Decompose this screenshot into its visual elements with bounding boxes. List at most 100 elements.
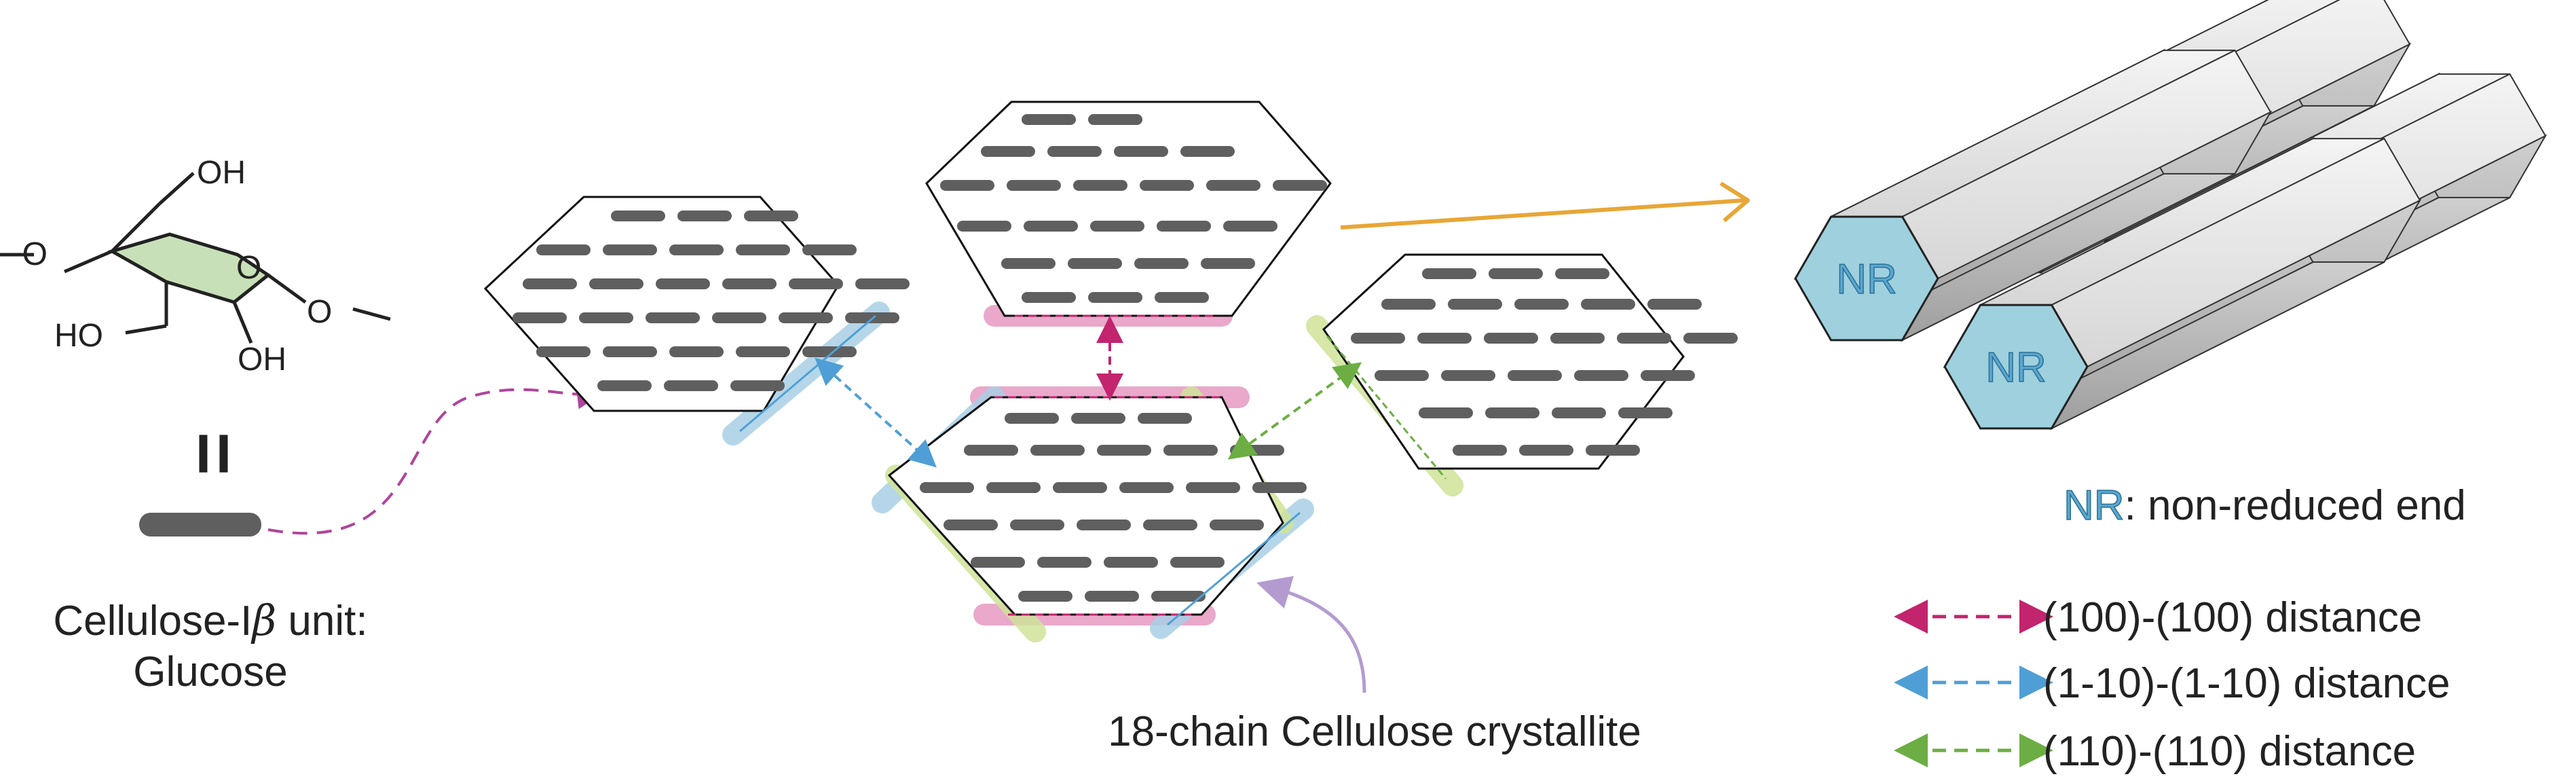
chain-bar xyxy=(1223,221,1277,232)
chain-bar xyxy=(1085,591,1139,602)
arrow-1m10-distance xyxy=(815,357,937,468)
ho-left-label: HO xyxy=(54,318,103,354)
crystallite-hexagons xyxy=(483,101,1738,616)
chain-bar xyxy=(957,221,1011,232)
oh-bottom-label: OH xyxy=(238,342,286,378)
legend-item-1m10: (1-10)-(1-10) distance xyxy=(1894,660,2450,707)
chain-bar xyxy=(1586,445,1640,456)
chain-bar xyxy=(971,557,1025,568)
chain-bar xyxy=(940,180,994,191)
chain-bar xyxy=(536,244,591,255)
chain-bar xyxy=(1252,482,1307,493)
chain-bar xyxy=(1422,268,1476,279)
chain-bar xyxy=(1519,445,1573,456)
chain-bar xyxy=(736,346,790,357)
chain-bar xyxy=(1134,258,1189,269)
chain-bar xyxy=(1552,407,1606,418)
chain-bar xyxy=(1381,299,1436,310)
chain-bar xyxy=(1514,299,1569,310)
chain-bar xyxy=(1683,333,1738,344)
chain-bar xyxy=(677,211,732,221)
chain-bar xyxy=(1053,482,1107,493)
chain-bar xyxy=(1030,445,1085,456)
chain-bar xyxy=(986,482,1041,493)
chain-bar xyxy=(1088,114,1142,125)
chain-bar xyxy=(1555,268,1609,279)
crystallite-right-outline xyxy=(1322,253,1685,470)
chain-bar xyxy=(523,278,577,289)
chain-bar xyxy=(1201,258,1255,269)
chain-bar xyxy=(1090,221,1144,232)
chain-bar xyxy=(1206,180,1261,191)
crystallite-top-outline xyxy=(925,101,1332,317)
chain-bar xyxy=(1047,146,1102,157)
legend-item-100: (100)-(100) distance xyxy=(1894,594,2422,641)
chain-bar xyxy=(736,244,790,255)
ether-oxygen-label: O xyxy=(22,236,48,272)
chain-bar xyxy=(1186,482,1240,493)
chain-bar xyxy=(1484,333,1538,344)
legend-label-110: (110)-(110) distance xyxy=(2043,728,2416,775)
chain-bar xyxy=(1018,591,1072,602)
molecule-caption-line1: Cellulose-Iβ unit: xyxy=(53,596,367,645)
chain-bar xyxy=(1024,221,1078,232)
chain-bar xyxy=(536,346,591,357)
crystallite-center-outline xyxy=(887,396,1284,616)
chain-bar xyxy=(1550,333,1605,344)
chain-bar xyxy=(1143,520,1197,530)
chain-bar xyxy=(744,211,798,221)
chain-bar xyxy=(1417,333,1472,344)
chain-bar xyxy=(964,445,1018,456)
legend-nr: NR: non-reduced end xyxy=(2064,482,2466,529)
chain-bar xyxy=(1151,591,1206,602)
molecule-caption-line2: Glucose xyxy=(133,649,287,695)
legend-label-100: (100)-(100) distance xyxy=(2043,594,2422,641)
chain-bar xyxy=(712,312,766,323)
chain-bar xyxy=(512,312,567,323)
chain-bar xyxy=(1022,292,1076,303)
chain-bar xyxy=(597,380,652,391)
chain-bar xyxy=(656,278,710,289)
chain-bar xyxy=(789,278,843,289)
chain-bar xyxy=(579,312,633,323)
legend-label-1m10: (1-10)-(1-10) distance xyxy=(2043,660,2450,707)
chain-bar xyxy=(1155,292,1209,303)
o-right-label: O xyxy=(307,294,332,330)
rod-end-face xyxy=(1794,215,1939,342)
chain-bar xyxy=(1448,299,1502,310)
chain-bar xyxy=(1037,557,1091,568)
chain-bar xyxy=(603,244,657,255)
chain-bar xyxy=(1119,482,1174,493)
chain-bar xyxy=(1071,413,1125,424)
chain-bar xyxy=(1641,370,1695,381)
chain-bar xyxy=(664,380,718,391)
chain-bar xyxy=(779,312,833,323)
chain-bar xyxy=(802,244,857,255)
arrow-110-distance xyxy=(1227,362,1362,460)
chain-bar xyxy=(1489,268,1543,279)
fibril-rod: NR xyxy=(1793,48,2273,342)
unit-to-crystal-arrow xyxy=(267,382,604,535)
chain-bar xyxy=(1005,413,1059,424)
chain-bar xyxy=(1617,333,1671,344)
chain-bar xyxy=(646,312,700,323)
chain-bar xyxy=(1007,180,1061,191)
chain-bar xyxy=(1419,407,1473,418)
ring-oxygen-label: O xyxy=(236,250,261,286)
chain-bar xyxy=(1022,114,1076,125)
chain-bar xyxy=(669,244,724,255)
chain-bar xyxy=(1441,370,1495,381)
crystallite-pointer-arrow xyxy=(1256,576,1366,693)
chain-bar xyxy=(1508,370,1562,381)
chain-bar xyxy=(1574,370,1628,381)
fibril-bundle: NRNRNRNR xyxy=(1793,0,2547,431)
chain-symbol xyxy=(139,513,261,536)
chain-bar xyxy=(1210,520,1264,530)
chain-bar xyxy=(1114,146,1168,157)
crystallite-left xyxy=(483,196,910,412)
chain-bar xyxy=(1647,299,1702,310)
chain-bar xyxy=(802,346,857,357)
chain-bar xyxy=(1001,258,1056,269)
crystallite-label: 18-chain Cellulose crystallite xyxy=(1108,708,1641,755)
